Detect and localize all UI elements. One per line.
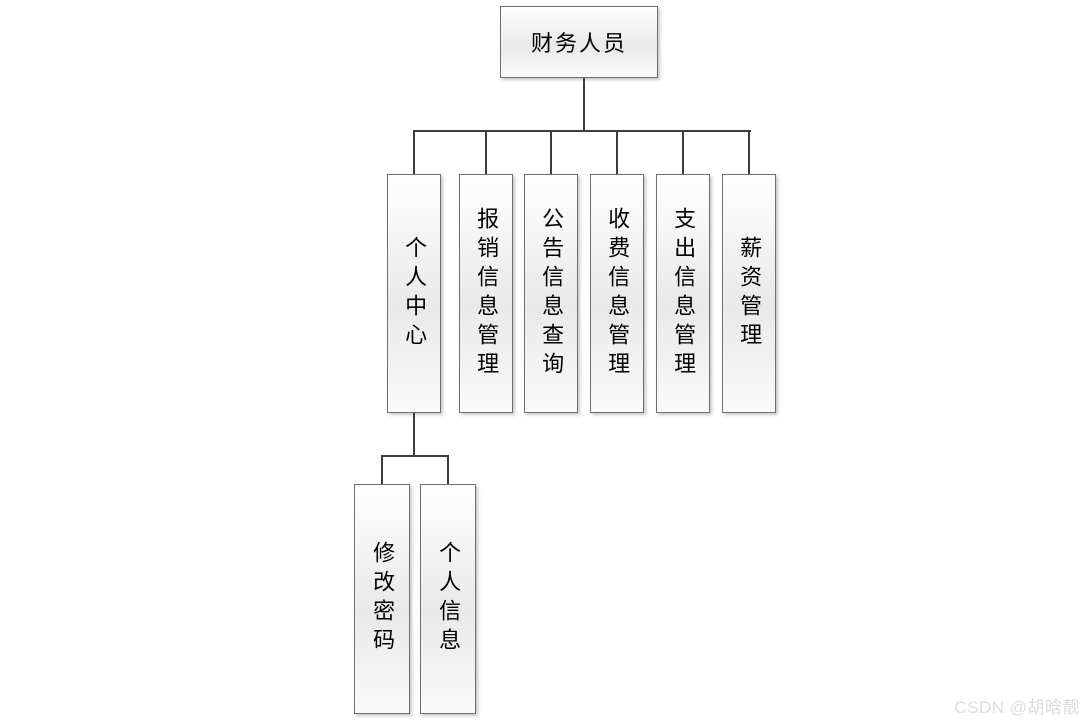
connector-root-down <box>583 78 585 131</box>
node-charge-label: 收费信息管理 <box>605 206 631 381</box>
node-reimbursement-label: 报销信息管理 <box>474 206 500 381</box>
node-finance-staff: 财务人员 <box>500 6 658 78</box>
connector-stub-expense <box>682 130 684 175</box>
connector-stub-reimbursement <box>485 130 487 175</box>
node-salary-management: 薪资管理 <box>722 174 776 413</box>
node-personal-center: 个人中心 <box>387 174 441 413</box>
connector-level1-horizontal <box>413 130 751 132</box>
node-personal-center-label: 个人中心 <box>402 235 428 352</box>
connector-level2-horizontal <box>381 455 449 457</box>
node-change-password-label: 修改密码 <box>370 541 396 657</box>
node-change-password: 修改密码 <box>354 484 410 714</box>
connector-personal-center-down <box>413 413 415 457</box>
node-salary-label: 薪资管理 <box>737 235 763 352</box>
node-personal-info-label: 个人信息 <box>436 541 462 657</box>
connector-stub-announcement <box>550 130 552 175</box>
connector-stub-charge <box>616 130 618 175</box>
connector-stub-salary <box>748 130 750 175</box>
node-charge-info-management: 收费信息管理 <box>590 174 644 413</box>
node-finance-staff-label: 财务人员 <box>530 31 627 56</box>
node-reimbursement-info-management: 报销信息管理 <box>459 174 513 413</box>
node-personal-info: 个人信息 <box>420 484 476 714</box>
node-expense-info-management: 支出信息管理 <box>656 174 710 413</box>
watermark: CSDN @胡晗靓 <box>954 698 1080 717</box>
connector-stub-personal-center <box>413 130 415 175</box>
node-announcement-label: 公告信息查询 <box>539 206 565 381</box>
connector-stub-personal-info <box>447 455 449 485</box>
node-expense-label: 支出信息管理 <box>671 206 697 381</box>
node-announcement-info-query: 公告信息查询 <box>524 174 578 413</box>
connector-stub-change-password <box>381 455 383 485</box>
